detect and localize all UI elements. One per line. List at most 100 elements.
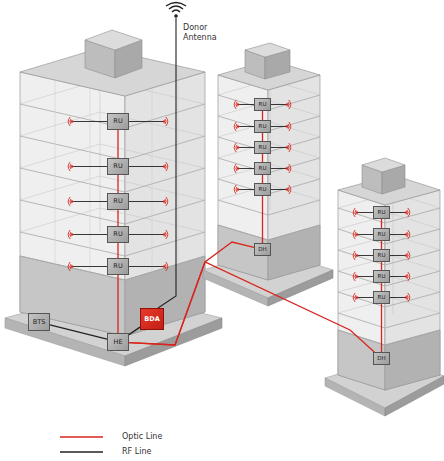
antenna-symbol [405,296,407,298]
antenna-symbol [288,122,291,131]
antenna-label: Donor Antenna [183,23,229,42]
unit-label: RU [113,231,122,238]
antenna-symbol [288,164,291,173]
unit-label: RU [259,166,267,172]
antenna-symbol [286,103,288,105]
antenna-cable [129,234,164,235]
optic-line [117,243,118,258]
antenna-cable [271,147,287,148]
antenna-symbol [356,211,358,213]
antenna-symbol [68,230,71,239]
antenna-symbol [71,120,73,122]
remote-unit: RU [254,183,271,196]
antenna-symbol [71,165,73,167]
optic-line [381,304,382,352]
antenna-symbol [407,208,410,217]
floor-line [218,95,320,240]
distribution-hub: DH [254,243,271,256]
antenna-symbol [163,165,165,167]
unit-label: DH [258,247,266,253]
rooftop-box [245,43,290,57]
antenna-symbol [407,272,410,281]
antenna-symbol [163,120,165,122]
antenna-cable [357,234,373,235]
antenna-symbol [353,230,356,239]
legend-sample [60,436,103,437]
antenna-cable [238,104,254,105]
unit-label: RU [259,145,267,151]
antenna-symbol [405,211,407,213]
antenna-symbol [237,125,239,127]
unit-label: RU [259,124,267,130]
antenna-symbol [68,262,71,271]
remote-unit: RU [373,228,390,241]
antenna-symbol [68,162,71,171]
antenna-cable [129,266,164,267]
antenna-symbol [234,122,237,131]
optic-line [262,133,263,141]
antenna-symbol [234,143,237,152]
antenna-cable [390,297,406,298]
antenna-cable [390,234,406,235]
optic-line [262,175,263,183]
donor-antenna-symbol [174,14,178,18]
antenna-symbol [286,146,288,148]
antenna-symbol [353,272,356,281]
bts-unit: BTS [28,313,50,331]
antenna-symbol [68,197,71,206]
optic-line [117,175,118,193]
unit-label: RU [113,163,122,170]
antenna-symbol [71,233,73,235]
optic-line [381,219,382,228]
antenna-symbol [356,275,358,277]
remote-unit: RU [107,193,129,210]
antenna-symbol [237,167,239,169]
remote-unit: RU [254,120,271,133]
antenna-cable [390,212,406,213]
antenna-symbol [353,208,356,217]
glass-facade [218,75,268,280]
unit-label: RU [378,274,386,280]
antenna-cable [390,276,406,277]
unit-label: RU [378,295,386,301]
antenna-symbol [286,125,288,127]
floor-line [20,104,205,280]
remote-unit: RU [373,249,390,262]
floor-line [218,60,320,210]
antenna-symbol [405,233,407,235]
unit-label: RU [378,210,386,216]
antenna-cable [238,147,254,148]
unit-label: RU [378,232,386,238]
legend-text: Optic Line [122,432,162,442]
antenna-symbol [234,100,237,109]
antenna-symbol [237,188,239,190]
antenna-symbol [237,103,239,105]
optic-line [117,210,118,226]
rooftop-box [85,30,142,50]
antenna-symbol [356,296,358,298]
antenna-cable [72,121,107,122]
antenna-symbol [163,265,165,267]
bda-unit: BDA [140,308,164,330]
legend-text: RF Line [122,447,151,457]
donor-antenna-symbol [166,3,186,13]
unit-label: RU [113,263,122,270]
rf-line [50,325,107,339]
antenna-cable [129,166,164,167]
rooftop-box [362,158,405,172]
head-end: HE [107,333,129,351]
antenna-symbol [288,185,291,194]
antenna-cable [238,126,254,127]
ground-floor [385,330,440,390]
antenna-cable [238,189,254,190]
floor-line [338,175,440,315]
unit-label: RU [259,187,267,193]
antenna-cable [129,121,164,122]
unit-label: RU [113,198,122,205]
antenna-symbol [407,293,410,302]
legend-sample [60,451,103,452]
antenna-symbol [353,251,356,260]
antenna-symbol [356,233,358,235]
antenna-symbol [405,275,407,277]
antenna-symbol [286,188,288,190]
